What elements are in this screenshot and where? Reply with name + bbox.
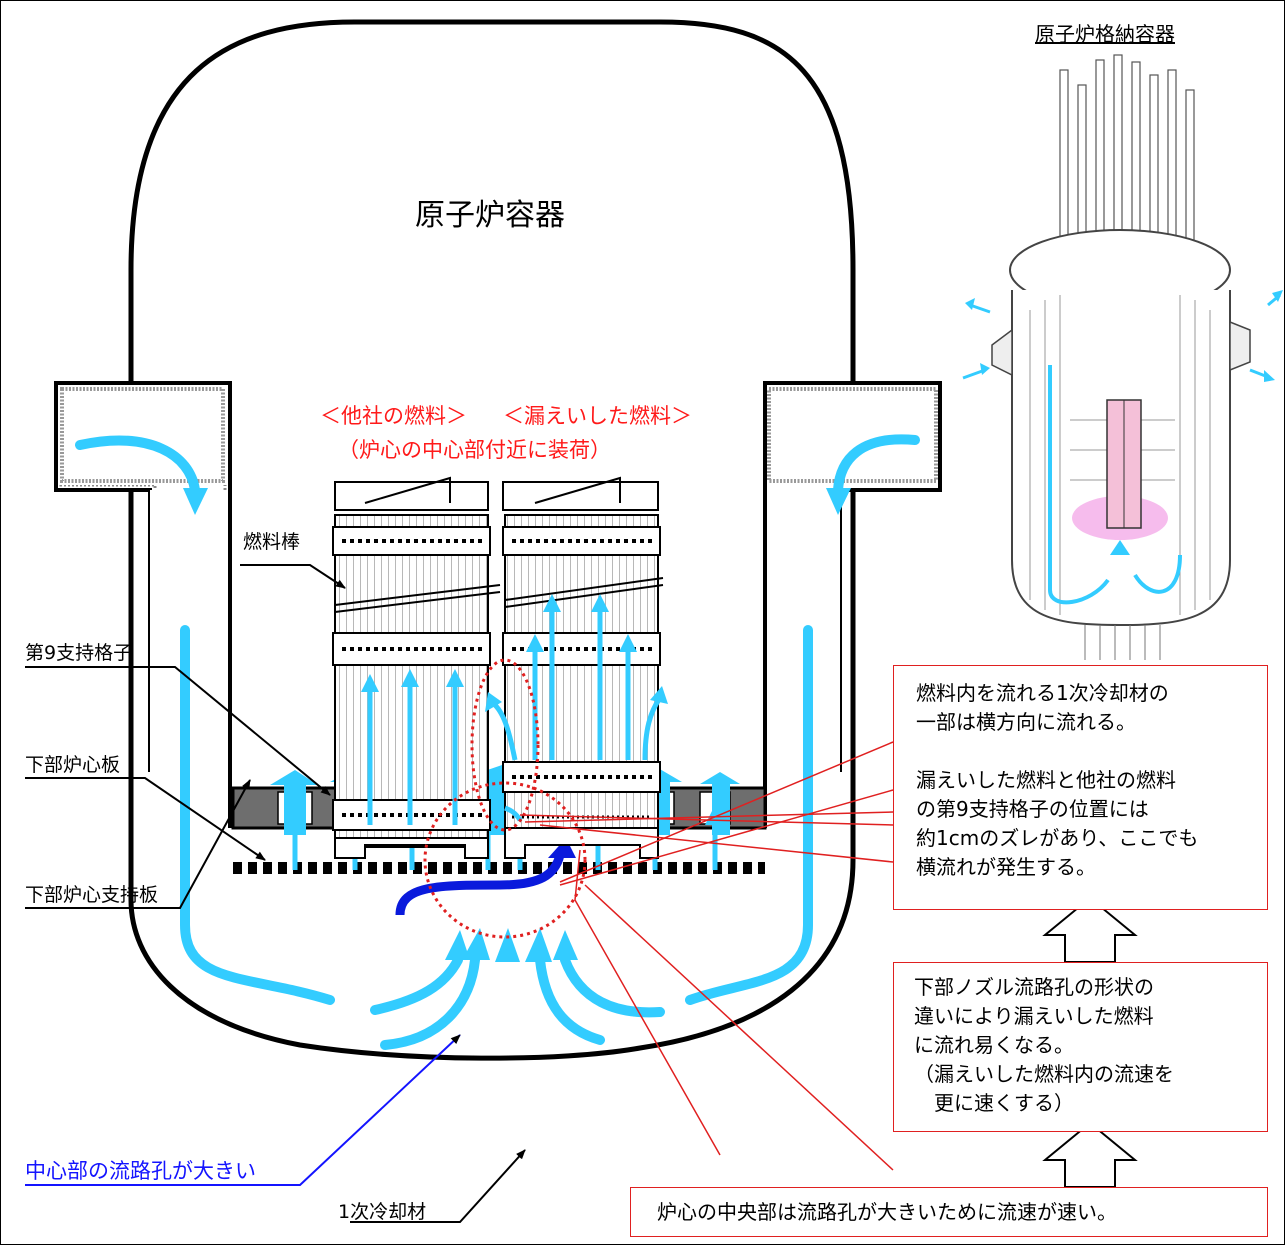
nozzle-shape-note: 下部ノズル流路孔の形状の 違いにより漏えいした燃料 に流れ易くなる。 （漏えいし… <box>893 962 1268 1132</box>
lower-core-plate-label: 下部炉心板 <box>25 754 121 776</box>
callout-lines <box>519 741 894 1171</box>
leader-lines <box>25 564 526 1223</box>
fuel-assembly-leaked <box>502 476 664 859</box>
loaded-near-center-label: （炉心の中心部付近に装荷） <box>338 438 611 462</box>
primary-coolant-label: 1次冷却材 <box>338 1201 427 1223</box>
in-fuel-flow-arrows <box>361 594 668 825</box>
coolant-arrowheads <box>183 488 851 962</box>
highlight-ellipses <box>423 658 587 939</box>
center-hole-leader <box>25 1034 461 1186</box>
leaked-fuel-label: ＜漏えいした燃料＞ <box>503 404 692 428</box>
crossflow-note: 燃料内を流れる1次冷却材の 一部は横方向に流れる。 漏えいした燃料と他社の燃料 … <box>893 665 1268 910</box>
preferential-flow-arrow <box>395 838 576 916</box>
center-flow-hole-label: 中心部の流路孔が大きい <box>25 1159 256 1183</box>
fuel-rod-label: 燃料棒 <box>243 531 301 553</box>
reactor-vessel <box>128 19 856 1061</box>
reactor-vessel-title: 原子炉容器 <box>415 198 565 233</box>
coolant-flow-paths <box>75 434 920 1050</box>
other-company-fuel-label: ＜他社の燃料＞ <box>320 404 467 428</box>
hollow-connector-arrows <box>1042 896 1138 1188</box>
core-center-speed-note: 炉心の中央部は流路孔が大きいために流速が速い。 <box>630 1187 1268 1237</box>
ninth-support-grid-label: 第9支持格子 <box>25 642 133 664</box>
fuel-assembly-other-company <box>332 476 501 859</box>
lower-core-support-plate-label: 下部炉心支持板 <box>25 884 159 906</box>
containment-vessel-illustration <box>962 54 1283 660</box>
containment-vessel-title: 原子炉格納容器 <box>1035 22 1175 46</box>
